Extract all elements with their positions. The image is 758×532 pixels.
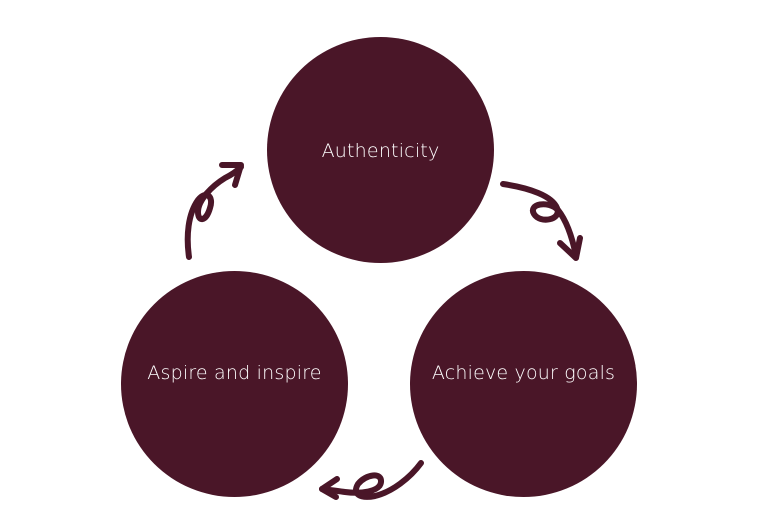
cycle-node-achieve-your-goals: Achieve your goals	[410, 271, 637, 497]
curly-arrow-icon-right-to-left	[319, 460, 424, 500]
curly-arrow-icon-top-to-right	[500, 181, 583, 261]
curly-arrow-icon-left-to-top	[184, 162, 244, 260]
node-label: Aspire and inspire	[147, 362, 322, 384]
node-label: Authenticity	[321, 140, 440, 162]
cycle-node-aspire-and-inspire: Aspire and inspire	[121, 271, 348, 497]
node-label: Achieve your goals	[431, 362, 616, 384]
cycle-node-authenticity: Authenticity	[267, 37, 494, 263]
